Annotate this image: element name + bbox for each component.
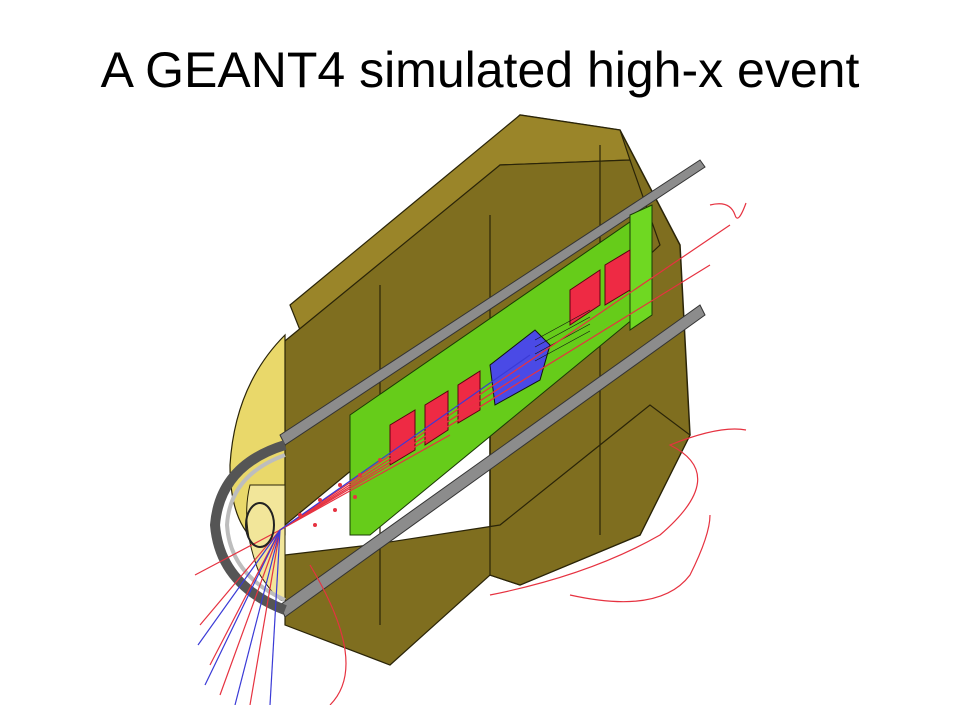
steel-ring-front — [209, 440, 287, 615]
tracker-layer-line — [534, 316, 591, 348]
hadron-track — [199, 529, 281, 626]
hit-point — [313, 523, 317, 527]
hadron-track — [279, 264, 711, 531]
hadron-track — [569, 514, 711, 603]
calorimeter-block — [604, 249, 631, 306]
hadron-track — [489, 428, 747, 596]
hit-point — [378, 458, 382, 462]
hit-cloud — [298, 433, 432, 527]
hit-point — [358, 473, 362, 477]
hadron-tracks — [194, 202, 747, 705]
detector-event-svg — [194, 114, 747, 705]
hadron-track — [249, 529, 281, 705]
hadron-track — [309, 564, 347, 705]
lepton-track — [269, 529, 281, 705]
tracker-layer-line — [534, 330, 591, 362]
hadron-track — [709, 202, 747, 219]
hit-point — [298, 513, 302, 517]
lepton-track — [204, 529, 281, 686]
steel-ring-front-inner — [224, 453, 286, 602]
hit-point — [318, 498, 322, 502]
lepton-tracks — [197, 354, 531, 705]
lepton-track — [234, 529, 281, 705]
lepton-track — [197, 529, 281, 646]
hit-point — [398, 448, 402, 452]
detector-event-figure — [190, 105, 760, 705]
hit-point — [333, 508, 337, 512]
beam-pipe-ring — [245, 502, 275, 548]
hadron-track — [219, 529, 281, 696]
hadron-track — [279, 224, 731, 531]
hit-point — [428, 433, 432, 437]
tracker-layer-line — [534, 309, 591, 341]
hadron-track — [279, 434, 451, 531]
hadron-track — [194, 529, 281, 576]
slide-title: A GEANT4 simulated high-x event — [100, 42, 860, 98]
hadron-track — [209, 529, 281, 666]
absorber-region-right — [629, 204, 653, 331]
hadron-track — [279, 374, 521, 531]
hit-point — [338, 483, 342, 487]
calorimeter-block — [569, 269, 601, 326]
hit-point — [353, 495, 357, 499]
barrel-lower-body — [284, 404, 691, 666]
